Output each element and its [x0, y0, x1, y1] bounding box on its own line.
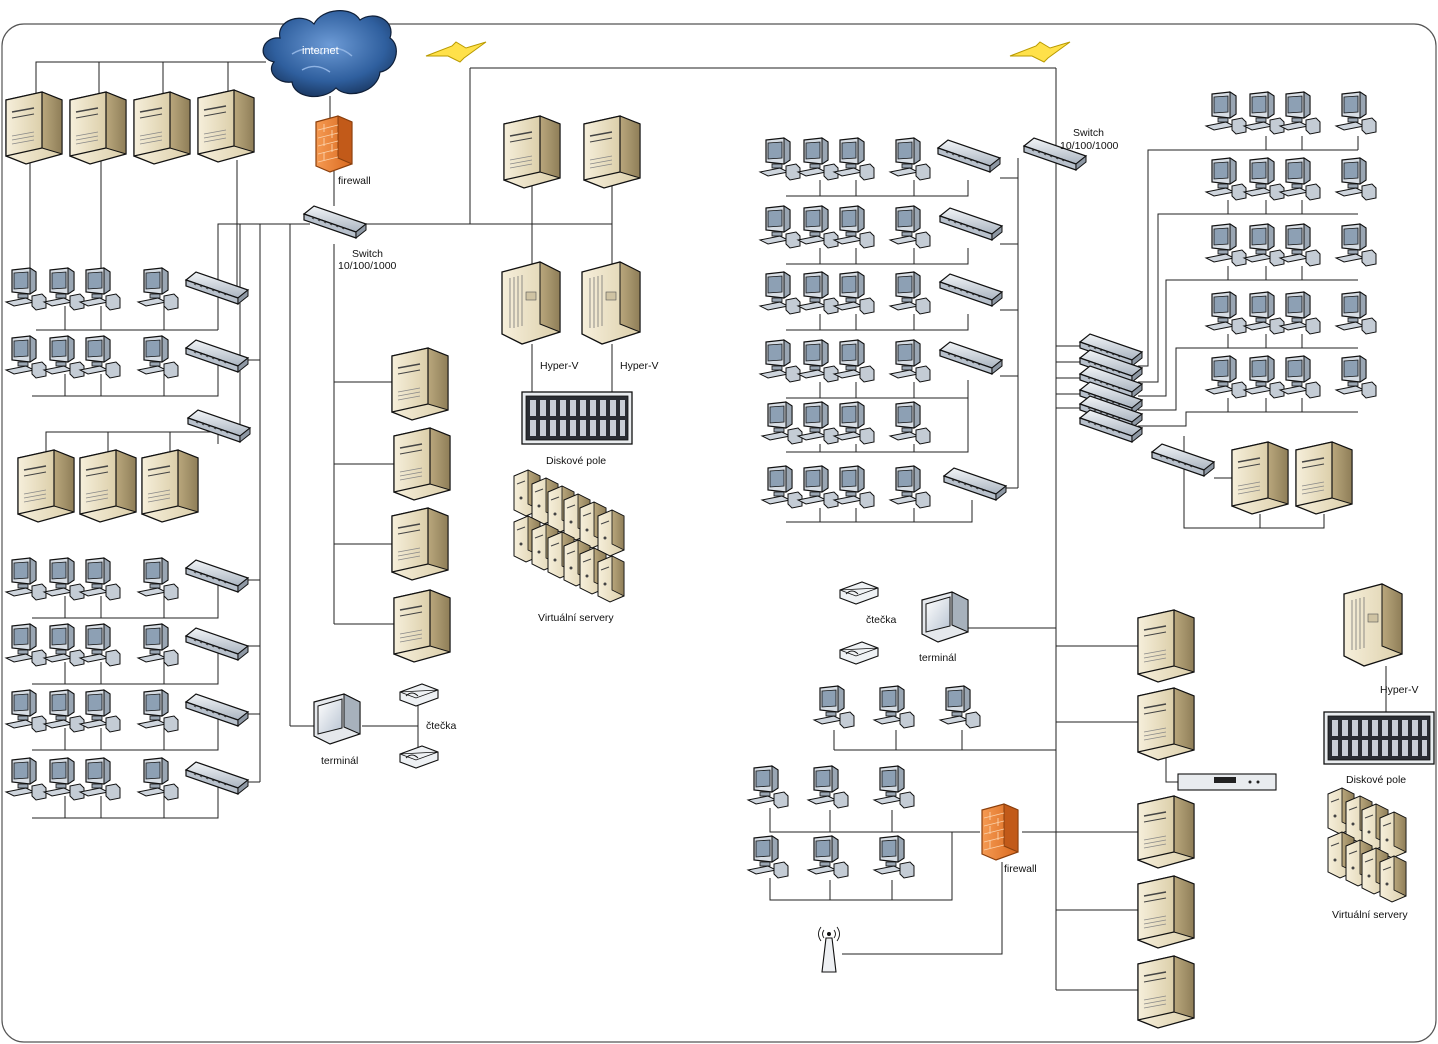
switch-label: Switch [1073, 127, 1104, 139]
pc-row [759, 205, 1003, 249]
disk-array-label: Diskové pole [546, 455, 606, 467]
pc-row [5, 757, 249, 801]
pc-row [747, 835, 915, 879]
internet-label: internet [302, 45, 339, 57]
pc-row [761, 465, 1007, 509]
right-wires [769, 68, 1387, 991]
server [1231, 441, 1289, 515]
pc-row [1205, 291, 1377, 335]
firewall-icon [981, 803, 1019, 861]
pc-row [813, 685, 981, 729]
pc-row [747, 765, 915, 809]
server [17, 449, 75, 523]
reader-label: čtečka [866, 614, 897, 626]
server [391, 507, 449, 581]
pc-row [761, 401, 931, 445]
pc-row [1205, 223, 1377, 267]
disk-array-icon [1323, 711, 1435, 765]
switch [1151, 443, 1215, 477]
server [391, 347, 449, 421]
server [393, 427, 451, 501]
hyperv-label: Hyper-V [540, 360, 579, 372]
server [69, 91, 127, 165]
rack-unit [1177, 773, 1277, 791]
pc-row [1205, 157, 1377, 201]
server [1137, 609, 1195, 683]
pc-row [1205, 91, 1377, 135]
server [503, 115, 561, 189]
disk-array-icon [521, 391, 633, 445]
left-wires [29, 61, 1056, 819]
hyperv-label: Hyper-V [1380, 684, 1419, 696]
server [393, 589, 451, 663]
hyperv-server [581, 261, 641, 345]
pc-row [5, 557, 249, 601]
pc-row [5, 335, 249, 379]
virtual-servers-cluster [1327, 787, 1407, 903]
hyperv-label: Hyper-V [620, 360, 659, 372]
terminal-icon [313, 693, 361, 745]
reader-label: čtečka [426, 720, 457, 732]
diagram-frame [1, 23, 1437, 1043]
pc-row [5, 267, 249, 311]
wireless-ap-icon [817, 926, 841, 973]
firewall-label: firewall [338, 175, 371, 187]
card-reader-icon [839, 641, 879, 665]
firewall-label: firewall [1004, 863, 1037, 875]
pc-row [759, 137, 1001, 181]
server [1137, 795, 1195, 869]
core-switch [303, 205, 367, 239]
virtual-servers-cluster [513, 469, 625, 603]
internet-cloud [262, 10, 397, 98]
server [583, 115, 641, 189]
card-reader-icon [399, 745, 439, 769]
switch-stack [1079, 333, 1143, 443]
firewall-icon [315, 115, 353, 173]
server [133, 91, 191, 165]
server [197, 89, 255, 163]
server [5, 91, 63, 165]
wan-link-icon [425, 41, 487, 63]
pc-row [5, 689, 249, 733]
wan-link-icon [1009, 41, 1071, 63]
pc-row [5, 623, 249, 667]
pc-row [1205, 355, 1377, 399]
server [1137, 875, 1195, 949]
server [1137, 955, 1195, 1029]
switch-speed-label: 10/100/1000 [1060, 140, 1119, 152]
card-reader-icon [839, 581, 879, 605]
virtual-servers-label: Virtuální servery [538, 612, 614, 624]
server [1137, 687, 1195, 761]
switch-speed-label: 10/100/1000 [338, 260, 397, 272]
pc-row [759, 339, 1003, 383]
terminal-label: terminál [919, 652, 956, 664]
switch [187, 409, 251, 443]
terminal-label: terminál [321, 755, 358, 767]
card-reader-icon [399, 683, 439, 707]
pc-row [759, 271, 1003, 315]
server [79, 449, 137, 523]
switch-label: Switch [352, 248, 383, 260]
virtual-servers-label: Virtuální servery [1332, 909, 1408, 921]
disk-array-label: Diskové pole [1346, 774, 1406, 786]
terminal-icon [921, 591, 969, 643]
server [1295, 441, 1353, 515]
hyperv-server [1343, 583, 1403, 667]
hyperv-server [501, 261, 561, 345]
server [141, 449, 199, 523]
